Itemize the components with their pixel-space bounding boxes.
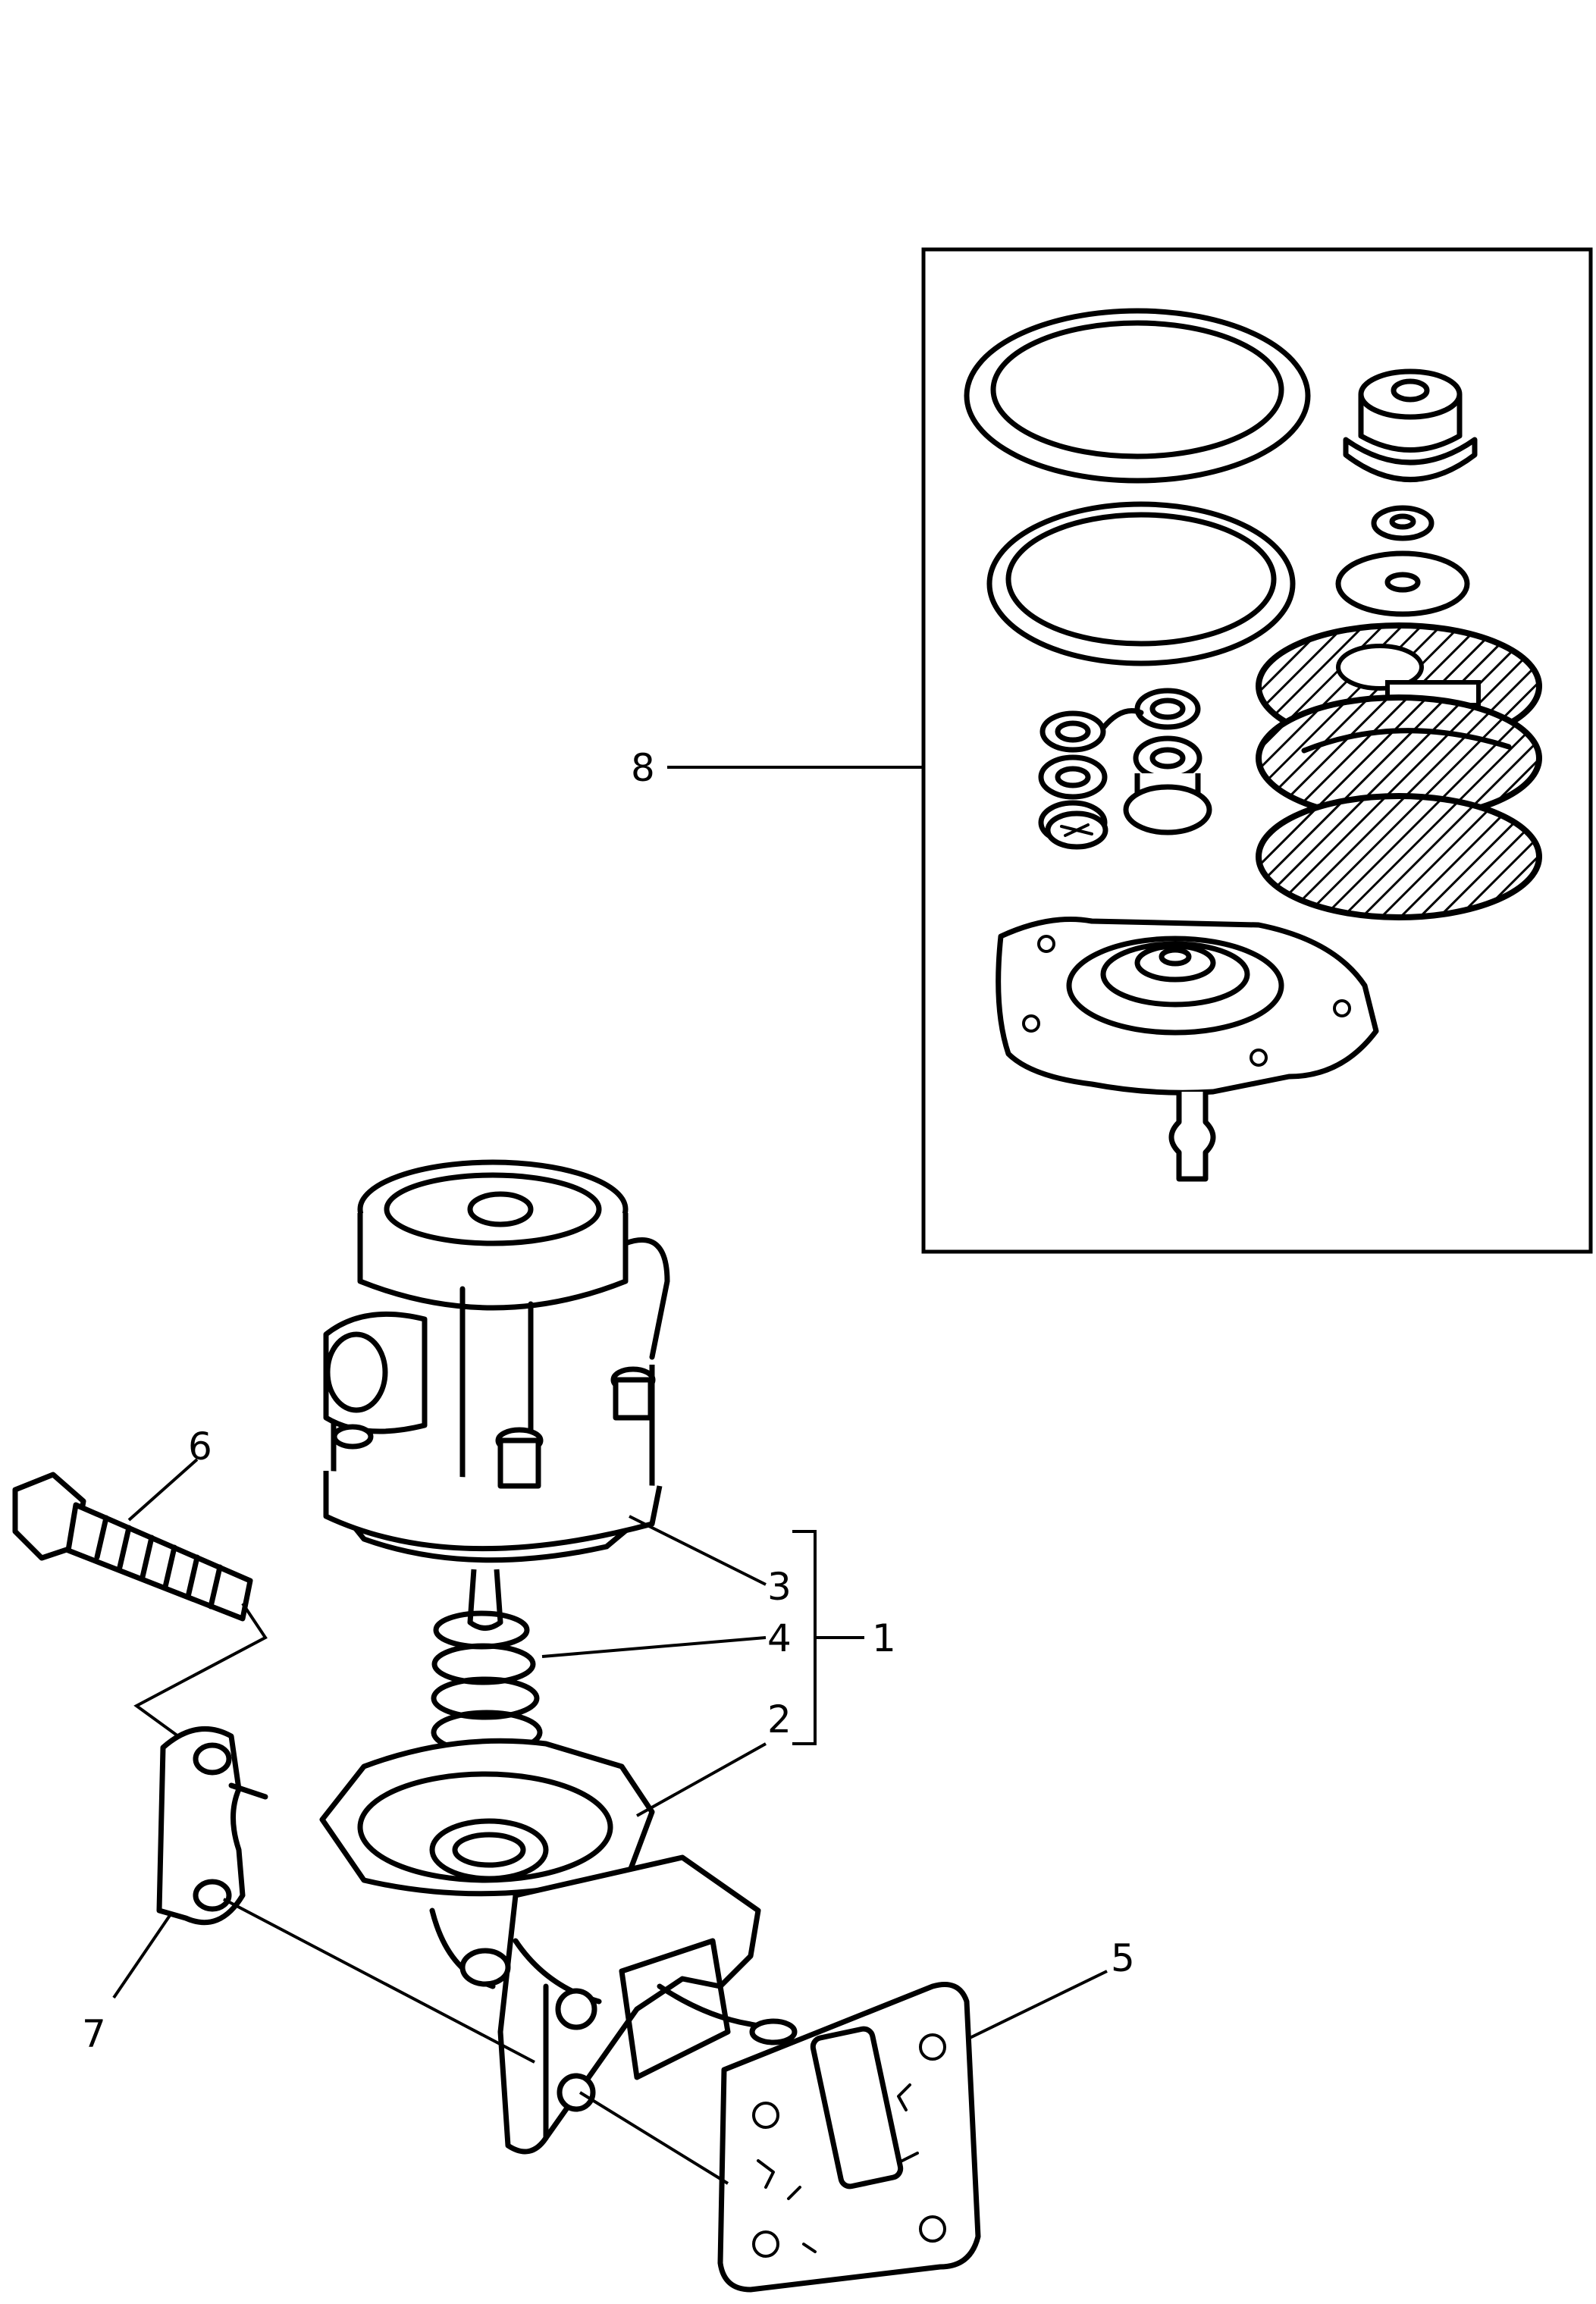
repair-kit-inset <box>921 247 1593 1254</box>
alignment-line-upper <box>223 1898 535 2064</box>
leader-7 <box>112 1913 172 1999</box>
valve-washer <box>1371 505 1435 541</box>
leader-2 <box>636 1742 767 1817</box>
leader-6 <box>127 1458 199 1522</box>
leader-5 <box>966 1970 1108 2041</box>
seal-ring-small <box>986 501 1296 666</box>
pump-upper-body <box>323 1159 670 1631</box>
callout-6: 6 <box>188 1425 212 1469</box>
alignment-line-lower <box>579 2091 729 2185</box>
diaphragm-assembly <box>996 917 1379 1182</box>
callout-4: 4 <box>767 1616 792 1660</box>
cover-screw <box>331 1366 656 1489</box>
callout-3: 3 <box>767 1565 792 1609</box>
valve-cluster <box>1038 688 1212 850</box>
pump-lower-body <box>319 1738 798 2155</box>
callout-7: 7 <box>82 2012 106 2056</box>
spacer-plate <box>156 1726 268 1926</box>
inset-frame <box>921 247 1593 1254</box>
bracket-1 <box>792 1530 864 1745</box>
callout-5: 5 <box>1111 1936 1135 1980</box>
valve-plate <box>1335 550 1470 617</box>
pump-spring <box>431 1610 543 1755</box>
diaphragm-disc-lower <box>1256 793 1542 920</box>
callout-2: 2 <box>767 1697 792 1741</box>
mounting-gasket <box>717 1982 981 2293</box>
callout-8: 8 <box>631 746 655 790</box>
mounting-bolt <box>12 1472 268 1738</box>
leader-3 <box>629 1515 767 1586</box>
callout-1: 1 <box>872 1616 896 1660</box>
valve-cap <box>1343 368 1478 482</box>
leader-4 <box>541 1636 767 1658</box>
seal-ring-large <box>964 308 1311 484</box>
